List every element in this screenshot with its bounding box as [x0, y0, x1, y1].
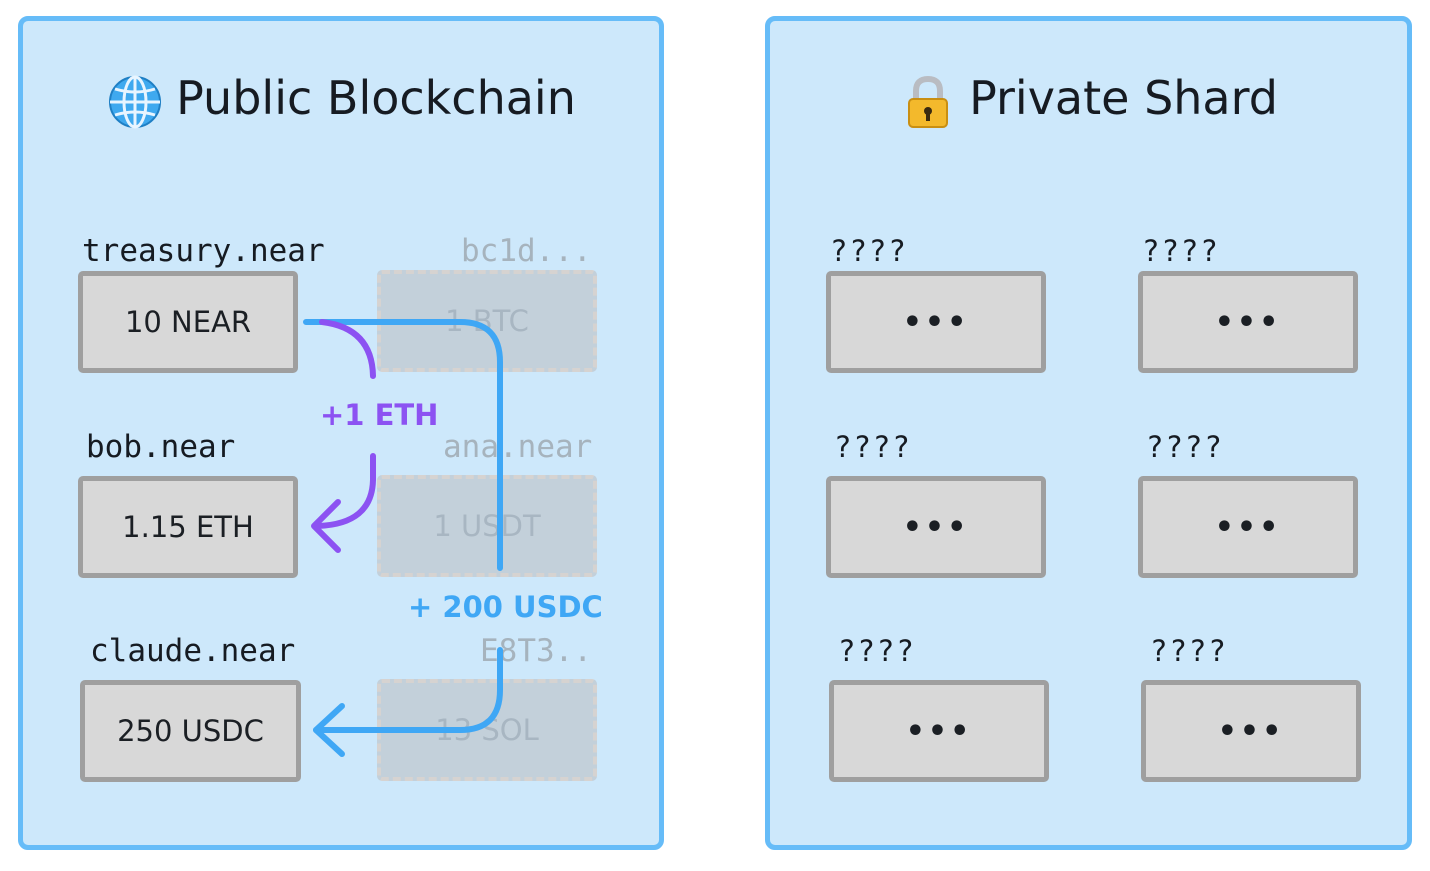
- hidden-account-balance: •••: [1141, 680, 1361, 782]
- hidden-account-balance: •••: [826, 476, 1046, 578]
- eth-transfer-arrow-upper: [319, 319, 376, 379]
- lock-icon: [899, 73, 957, 131]
- hidden-account-balance: •••: [826, 271, 1046, 373]
- usdc-arrowhead: [313, 703, 345, 757]
- hidden-account-name: ????: [838, 634, 916, 668]
- usdc-transfer-arrow: [303, 319, 503, 571]
- account-name-claude: claude.near: [90, 633, 296, 669]
- account-name-bc1d: bc1d...: [461, 233, 592, 269]
- hidden-account-balance: •••: [1138, 476, 1358, 578]
- private-title-text: Private Shard: [969, 71, 1278, 125]
- public-blockchain-title: Public Blockchain: [18, 70, 664, 131]
- account-balance-ana: 1 USDT: [377, 475, 597, 577]
- account-balance-bob: 1.15 ETH: [78, 476, 298, 578]
- account-balance-claude: 250 USDC: [80, 680, 301, 782]
- eth-transfer-label: +1 ETH: [320, 398, 439, 432]
- account-balance-treasury: 10 NEAR: [78, 271, 298, 373]
- account-name-bob: bob.near: [86, 429, 236, 465]
- globe-icon: [106, 73, 164, 131]
- hidden-account-name: ????: [1146, 430, 1224, 464]
- hidden-account-name: ????: [830, 234, 908, 268]
- account-name-treasury: treasury.near: [82, 233, 325, 269]
- hidden-account-name: ????: [1150, 634, 1228, 668]
- hidden-account-name: ????: [834, 430, 912, 464]
- hidden-account-balance: •••: [1138, 271, 1358, 373]
- usdc-transfer-arrow-lower: [313, 647, 503, 733]
- usdc-transfer-label: + 200 USDC: [408, 590, 603, 624]
- private-shard-title: Private Shard: [765, 70, 1412, 131]
- account-name-ana: ana.near: [443, 429, 593, 465]
- eth-arrowhead: [311, 499, 341, 553]
- public-title-text: Public Blockchain: [176, 71, 576, 125]
- hidden-account-name: ????: [1142, 234, 1220, 268]
- hidden-account-balance: •••: [829, 680, 1049, 782]
- eth-transfer-arrow-lower: [315, 453, 376, 529]
